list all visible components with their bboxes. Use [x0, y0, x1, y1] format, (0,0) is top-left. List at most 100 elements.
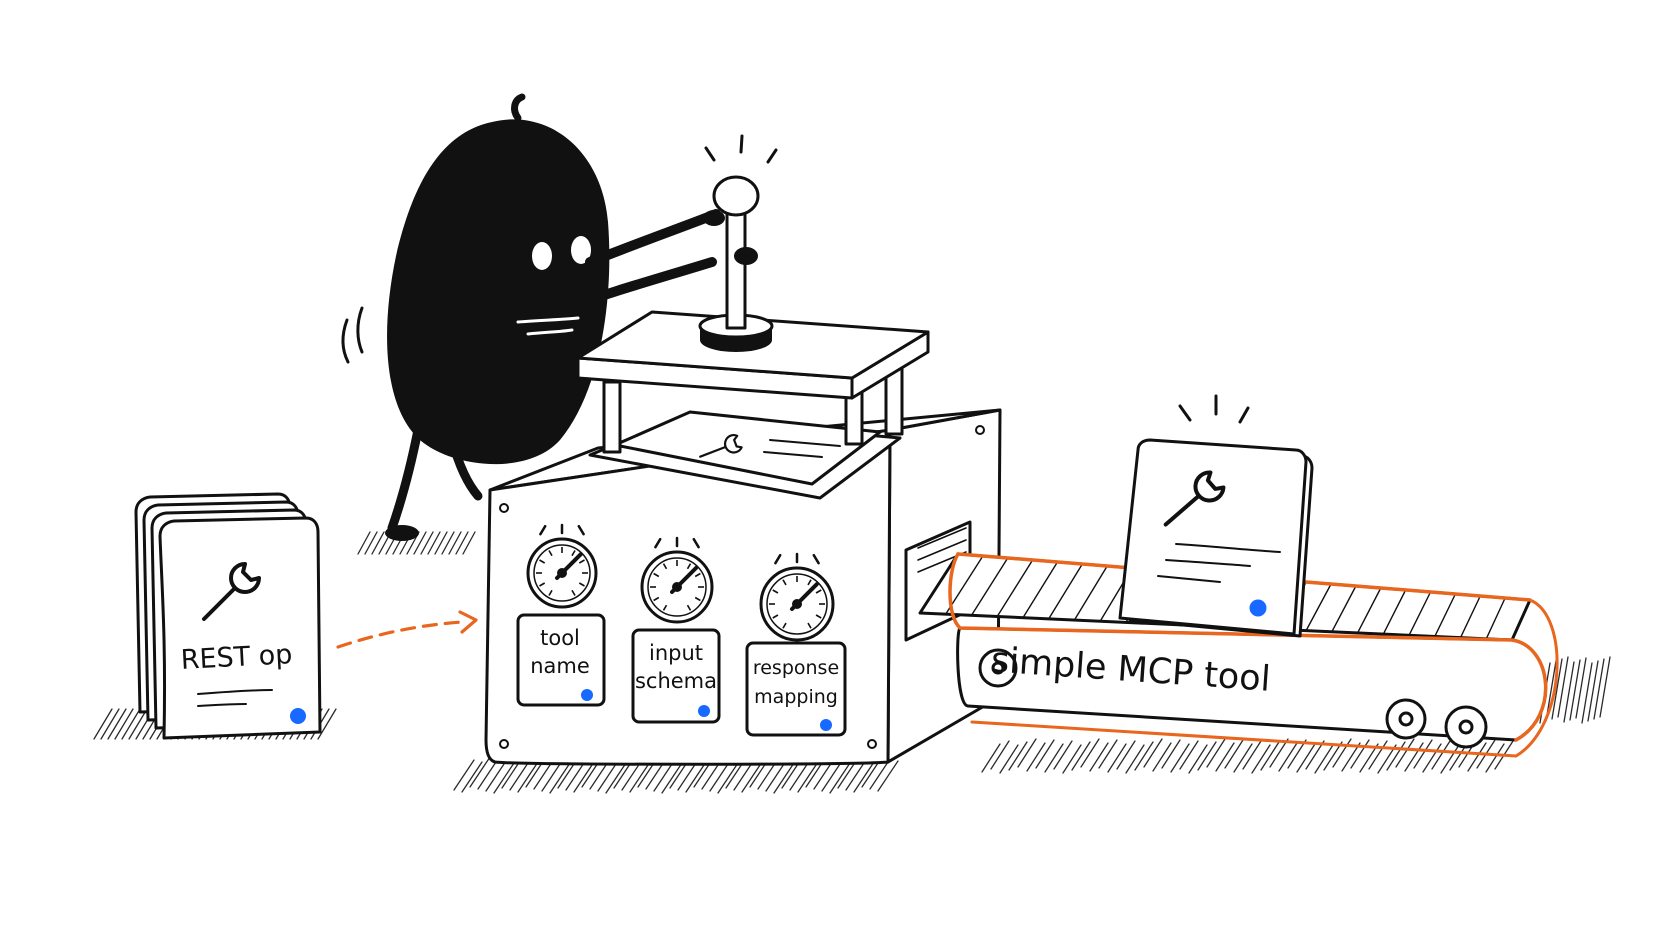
hatch-stroke	[128, 708, 148, 740]
hatch-stroke	[1125, 744, 1145, 774]
hatch-stroke	[597, 760, 619, 792]
gauge-tick	[782, 579, 787, 586]
hatch-stroke	[93, 708, 113, 740]
character-sprout	[511, 93, 526, 122]
hatch-stroke	[461, 761, 483, 793]
hatch-stroke	[462, 531, 476, 555]
hatch-stroke	[441, 531, 455, 555]
gauge-tick	[782, 622, 787, 629]
hatch-stroke	[1440, 744, 1460, 774]
shadow-right-of-conveyor	[1539, 656, 1611, 724]
gauge-spark	[692, 537, 700, 549]
gauge-tick	[571, 550, 576, 557]
belt-slat	[1331, 585, 1357, 633]
gauge-tick	[686, 604, 692, 611]
hatch-stroke	[1098, 739, 1118, 769]
press-machine: tool name input schema response mapping	[484, 134, 1002, 766]
roller	[1385, 698, 1427, 740]
gauge	[526, 523, 598, 609]
hatch-stroke	[1467, 742, 1487, 772]
dashed-arrow-line	[336, 620, 464, 649]
hatch-stroke	[1179, 740, 1199, 770]
gauge-row	[526, 523, 835, 642]
press-pillar	[602, 380, 622, 454]
roller	[978, 648, 1018, 688]
hatch-stroke	[1197, 741, 1217, 771]
gauge-label-tool-name: tool name	[516, 613, 606, 707]
hatch-stroke	[1305, 740, 1325, 770]
hatch-stroke	[829, 762, 851, 794]
shadow-under-conveyor	[981, 738, 1514, 774]
hatch-stroke	[1071, 741, 1091, 771]
hatch-stroke	[605, 762, 627, 794]
hatch-stroke	[990, 740, 1010, 770]
card-text-lines	[1157, 543, 1281, 583]
hatch-stroke	[1350, 739, 1370, 769]
gauge-spark	[539, 524, 547, 536]
hatch-stroke	[114, 708, 134, 740]
rivet	[499, 503, 509, 513]
gauge-tick	[694, 596, 701, 602]
hatch-stroke	[1170, 743, 1190, 773]
roller	[1444, 705, 1488, 749]
hatch-stroke	[981, 743, 1001, 773]
hatch-stroke	[1152, 742, 1172, 772]
shadow-under-feet	[357, 531, 476, 555]
hatch-stroke	[573, 761, 595, 793]
gauge-tick	[578, 582, 585, 587]
hatch-stroke	[877, 760, 899, 792]
hatch-stroke	[1563, 661, 1575, 723]
status-dot	[1249, 599, 1267, 617]
hatch-stroke	[1404, 742, 1424, 772]
hatch-stroke	[1161, 739, 1181, 769]
gauge-label-line: name	[530, 654, 590, 678]
hatch-stroke	[845, 759, 867, 791]
gauge-tick	[571, 589, 576, 596]
output-card	[1118, 394, 1314, 638]
belt-slat	[1305, 583, 1332, 631]
gauge-label-line: response	[753, 657, 839, 679]
hatch-stroke	[1287, 739, 1307, 769]
hatch-stroke	[1107, 743, 1127, 773]
hatch-stroke	[685, 761, 707, 793]
belt-slat	[996, 559, 1034, 617]
mcp-tool-card	[1118, 438, 1308, 636]
character-body	[387, 119, 610, 465]
hatch-stroke	[434, 531, 448, 555]
press-handle-shaft	[725, 206, 747, 330]
hatch-stroke	[427, 531, 441, 555]
hatch-stroke	[1116, 740, 1136, 770]
hatch-stroke	[517, 761, 539, 793]
gauge-label-line: input	[649, 641, 703, 665]
gauge-label-line: tool	[540, 626, 580, 650]
hatch-stroke	[1026, 742, 1046, 772]
rest-op-label: REST op	[180, 639, 293, 676]
belt-slat	[919, 553, 959, 614]
hatch-stroke	[1134, 741, 1154, 771]
gauge-tick	[653, 596, 660, 602]
hatch-stroke	[1557, 656, 1569, 718]
arrow-head	[458, 610, 478, 634]
hatch-stroke	[869, 758, 891, 790]
flow-arrow	[336, 610, 478, 649]
status-dot	[581, 689, 593, 701]
gauge-spark	[774, 553, 782, 565]
gauge-tick	[772, 589, 779, 594]
hatch-stroke	[371, 531, 385, 555]
belt-slat	[1048, 563, 1083, 620]
hatch-stroke	[1575, 657, 1587, 719]
hatch-stroke	[420, 531, 434, 555]
hatch-stroke	[1395, 738, 1415, 768]
hatch-stroke	[709, 760, 731, 792]
hatch-stroke	[1332, 738, 1352, 768]
status-dot	[290, 708, 306, 724]
hatch-stroke	[485, 760, 507, 792]
belt-slat	[1408, 591, 1432, 636]
hatch-stroke	[1587, 660, 1599, 722]
hatch-stroke	[1431, 740, 1451, 770]
status-dot	[820, 719, 832, 731]
hatch-stroke	[1551, 658, 1563, 720]
hatch-stroke	[773, 762, 795, 794]
status-dot	[698, 705, 710, 717]
hatch-stroke	[100, 708, 120, 740]
